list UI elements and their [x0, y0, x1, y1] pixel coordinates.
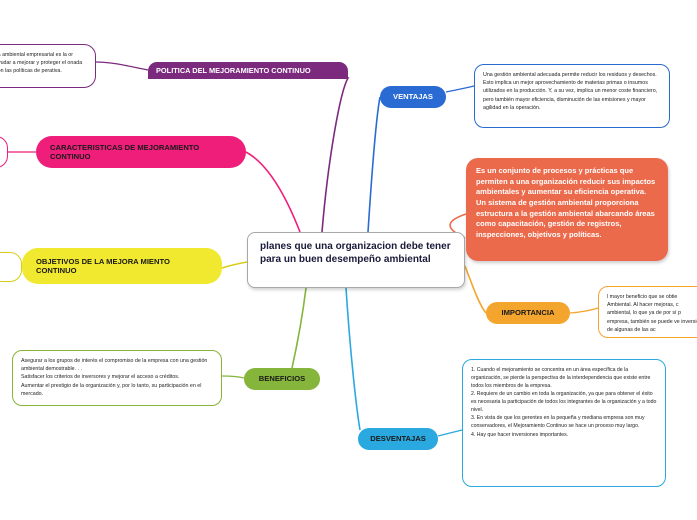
node-beneficios[interactable]: BENEFICIOS: [244, 368, 320, 390]
node-objetivos[interactable]: OBJETIVOS DE LA MEJORA MIENTO CONTINUO: [22, 248, 222, 284]
note-objetivos: [0, 252, 22, 282]
node-desventajas-label: DESVENTAJAS: [370, 434, 426, 444]
link-importancia-note: [569, 307, 599, 314]
central-topic-text: planes que una organizacion debe tener p…: [260, 241, 451, 265]
note-politica-text: ca ambiental empresarial es la or ayudar…: [0, 52, 83, 75]
link-importancia: [464, 265, 487, 314]
link-beneficios: [291, 287, 307, 369]
node-importancia[interactable]: IMPORTANCIA: [486, 302, 570, 324]
note-desventajas-line-2: 2. Requiere de un cambio en toda la orga…: [471, 391, 657, 414]
node-politica[interactable]: POLITICA DEL MEJORAMIENTO CONTINUO: [148, 62, 348, 79]
note-beneficios-line-3: Aumentar el prestigio de la organización…: [21, 382, 202, 397]
node-ventajas[interactable]: VENTAJAS: [380, 86, 446, 108]
note-beneficios: Asegurar a los grupos de interés el comp…: [12, 350, 222, 406]
node-definicion[interactable]: Es un conjunto de procesos y prácticas q…: [466, 158, 668, 261]
link-beneficios-note: [221, 375, 245, 379]
node-politica-label: POLITICA DEL MEJORAMIENTO CONTINUO: [156, 65, 311, 75]
note-importancia-text: l mayor beneficio que se obtie Ambiental…: [607, 294, 697, 333]
node-objetivos-label: OBJETIVOS DE LA MEJORA MIENTO CONTINUO: [36, 256, 170, 275]
note-importancia: l mayor beneficio que se obtie Ambiental…: [598, 286, 697, 338]
note-beneficios-line-1: Asegurar a los grupos de interés el comp…: [21, 358, 208, 373]
link-desventajas-note: [437, 429, 463, 437]
node-caracteristicas[interactable]: CARACTERISTICAS DE MEJORAMIENTO CONTINUO: [36, 136, 246, 168]
note-ventajas-text: Una gestión ambiental adecuada permite r…: [483, 72, 658, 111]
note-beneficios-line-2: Satisfacer los criterios de inversores y…: [21, 374, 180, 381]
node-ventajas-label: VENTAJAS: [393, 92, 433, 102]
node-definicion-text: Es un conjunto de procesos y prácticas q…: [476, 166, 656, 239]
note-desventajas-line-4: 4. Hay que hacer inversiones importantes…: [471, 431, 569, 438]
node-beneficios-label: BENEFICIOS: [258, 374, 306, 384]
note-politica: ca ambiental empresarial es la or ayudar…: [0, 44, 96, 88]
node-importancia-label: IMPORTANCIA: [501, 308, 555, 318]
note-desventajas-line-1: 1. Cuando el mejoramiento se concentra e…: [471, 367, 651, 390]
link-ventajas-note: [445, 85, 475, 93]
note-desventajas-line-3: 3. En vista de que los gerentes en la pe…: [471, 415, 645, 430]
note-ventajas: Una gestión ambiental adecuada permite r…: [474, 64, 670, 128]
link-objetivos: [221, 261, 248, 269]
note-desventajas: 1. Cuando el mejoramiento se concentra e…: [462, 359, 666, 487]
node-desventajas[interactable]: DESVENTAJAS: [358, 428, 438, 450]
link-politica-note: [95, 61, 149, 71]
link-caracteristicas: [245, 151, 301, 233]
central-topic[interactable]: planes que una organizacion debe tener p…: [247, 232, 465, 288]
link-desventajas: [345, 287, 361, 431]
node-caracteristicas-label: CARACTERISTICAS DE MEJORAMIENTO CONTINUO: [50, 142, 200, 161]
link-ventajas: [367, 96, 381, 233]
